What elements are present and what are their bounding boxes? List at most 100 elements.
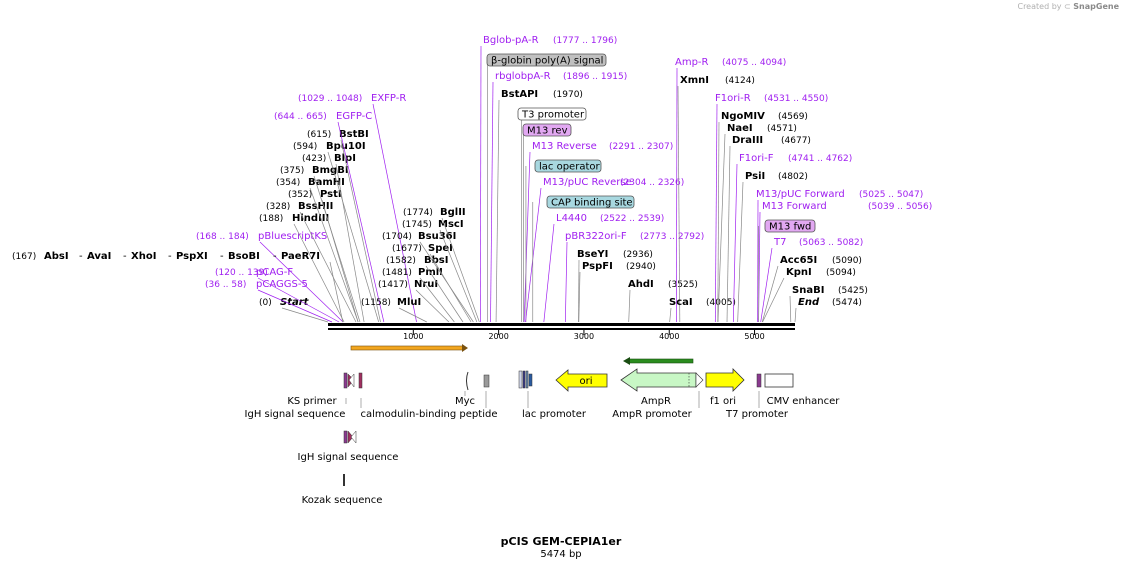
site-leader-line [313,175,361,323]
site-label: NaeI [727,123,753,134]
feature-box-label: T3 promoter [521,110,585,121]
feature-track: ori [343,344,794,486]
primer-leader-line [257,289,333,323]
position-coords: (1704) [382,232,412,242]
igh-signal-block-lower [343,430,348,444]
backbone-top-strand [328,323,795,326]
primer-leader-line [337,121,385,323]
primer-leader-line [732,163,738,323]
position-coords: (3525) [668,280,698,290]
primer-leader-line [259,241,344,323]
site-label: Start [280,297,310,308]
site-label: XmnI [680,75,709,86]
site-leader-line [398,307,427,323]
position-coords: (0) [259,298,272,308]
position-coords: (5063 .. 5082) [799,238,863,248]
site-label: HindIII [292,213,329,224]
primer-label: rbglobpA-R [495,71,551,82]
ruler-tick-label: 5000 [744,332,764,341]
site-leader-line [578,271,581,323]
site-label: BamHI [308,177,345,188]
position-coords: (167) [12,252,36,262]
site-leader-line [737,181,744,323]
lac-block-2 [522,370,526,389]
position-coords: (352) [288,190,312,200]
feature-box [522,123,572,137]
feature-box [546,195,635,209]
site-leader-line [309,187,359,323]
position-coords: (2522 .. 2539) [600,214,664,224]
primer-label: pBluescriptKS [258,231,327,242]
feature-label-f1-ori: f1 ori [710,396,736,407]
site-label: PstI [320,189,342,200]
site-label: BssHII [298,201,333,212]
orange-orf-arrow [350,344,468,352]
position-coords: (1158) [361,298,391,308]
feature-label-calmodulin: calmodulin-binding peptide [361,409,498,420]
site-label: SnaBI [792,285,824,296]
primer-label: M13 Forward [762,201,827,212]
site-label: BstBI [339,129,369,140]
igh-signal-block [343,372,348,389]
site-leader-line [327,151,380,323]
green-orf-body [627,358,694,364]
site-leader-line [281,307,329,323]
sequence-backbone [328,323,795,330]
site-label: NruI [414,279,438,290]
orange-orf-body [350,345,465,351]
snapgene-logo-icon: ⊂ [1064,2,1071,11]
primer-leader-line [714,103,718,323]
site-label: PspFI [582,261,613,272]
site-label: MscI [438,219,464,230]
ruler-tick-label: 4000 [659,332,679,341]
position-coords: (5094) [826,268,856,278]
site-label: BglII [440,207,466,218]
myc-bracket [466,371,469,391]
feature-box [486,53,607,67]
ruler-tick-label: 3000 [574,332,594,341]
calmodulin-block [483,374,490,388]
primer-leader-line [480,45,482,323]
site-leader-line [495,99,500,323]
feature-label-cmv-enhancer: CMV enhancer [767,396,841,407]
site-label: AhdI [628,279,654,290]
primer-leader-line [372,103,417,323]
lac-block-1 [518,370,523,389]
position-coords: (4075 .. 4094) [722,58,786,68]
site-leader-line [677,85,681,323]
site-leader-line [299,211,357,323]
igh-lower-marker-2 [350,430,357,444]
position-coords: (168 .. 184) [196,232,249,242]
site-label: BbsI [424,255,448,266]
bottom-feature-labels: KS primer IgH signal sequence calmodulin… [245,391,841,506]
green-orf-arrow [623,357,694,365]
position-coords: (1582) [386,256,416,266]
primer-label: pBR322ori-F [565,231,627,242]
site-leader-line [578,259,580,323]
site-leader-line [439,229,478,323]
site-label: MluI [397,297,421,308]
site-label: ScaI [669,297,693,308]
position-coords: (4677) [781,136,811,146]
feature-box-label: β-globin poly(A) signal [491,56,603,67]
primer-leader-line [564,241,568,323]
site-separator: - [273,251,277,262]
primer-label: Bglob-pA-R [483,35,539,46]
site-label: DraIII [732,135,763,146]
site-leader-line [761,265,779,323]
primer-leader-line [490,81,494,323]
position-coords: (188) [259,214,283,224]
ampr-promoter-arrow [695,372,704,388]
lac-block-3 [525,370,529,389]
site-leader-line [762,277,785,323]
ori-arrow [555,369,608,392]
position-coords: (1745) [402,220,432,230]
site-label: XhoI [131,251,156,262]
site-label: BmgBI [312,165,349,176]
site-leader-line [794,307,797,323]
feature-label-t7-promoter: T7 promoter [725,409,789,420]
primer-label: EXFP-R [371,93,406,104]
plasmid-length: 5474 bp [540,549,581,560]
position-coords: (5425) [838,286,868,296]
site-label: NgoMIV [721,111,765,122]
